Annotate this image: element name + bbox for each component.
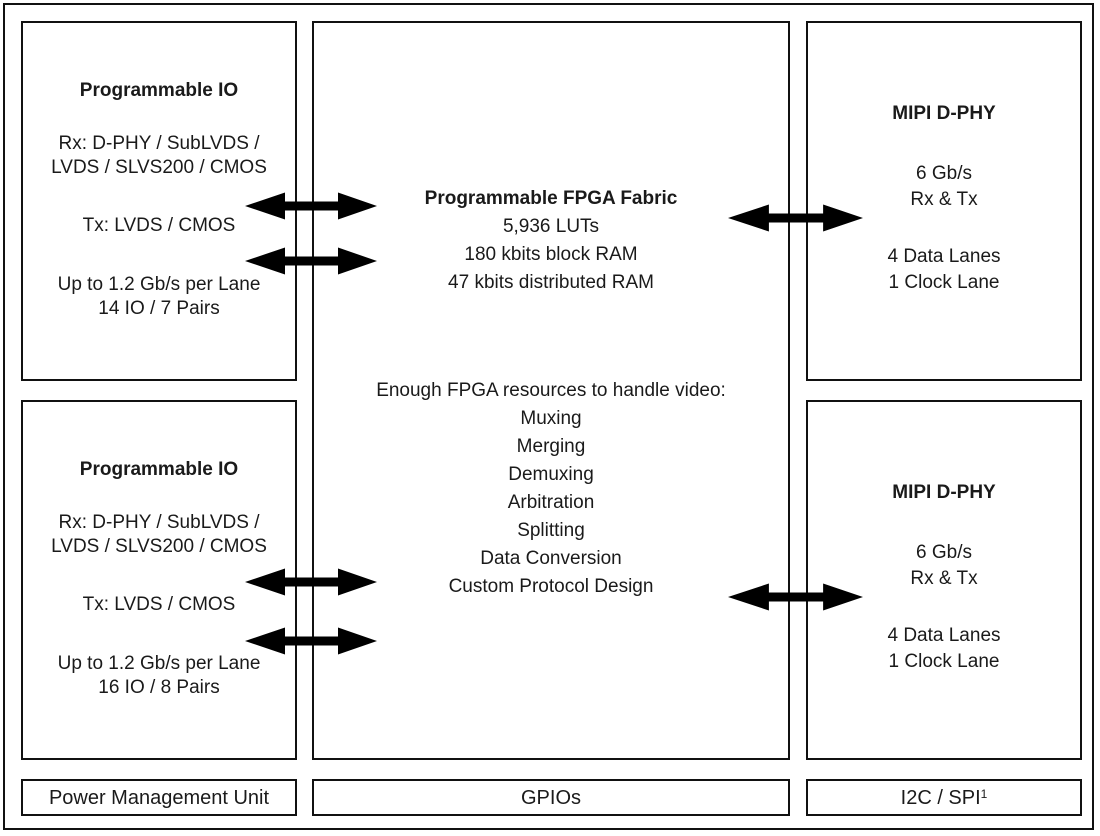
lane-rate: Up to 1.2 Gb/s per Lane (57, 653, 261, 674)
programmable-io-block-top: Programmable IO Rx: D-PHY / SubLVDS / LV… (21, 21, 297, 381)
bidirectional-arrow-left-bottom-1 (245, 568, 377, 596)
gpios-label: GPIOs (520, 786, 581, 809)
bidirectional-arrow-right-top (728, 204, 863, 232)
resource-item: Data Conversion (480, 548, 622, 569)
i2c-spi-label: I2C / SPI (900, 786, 981, 809)
data-lane-count: 4 Data Lanes (887, 246, 1001, 267)
block-title: Programmable IO (79, 80, 239, 101)
gpios-block: GPIOs (312, 779, 790, 816)
rx-capabilities-line2: LVDS / SLVS200 / CMOS (51, 157, 267, 178)
io-pair-count: 16 IO / 8 Pairs (98, 677, 220, 698)
tx-capabilities: Tx: LVDS / CMOS (82, 594, 236, 615)
power-management-unit-label: Power Management Unit (48, 786, 270, 809)
bidirectional-arrow-right-bottom (728, 583, 863, 611)
resource-item: Muxing (520, 408, 582, 429)
diagram-outer-frame (3, 3, 1094, 830)
speed-specs: 6 Gb/s Rx & Tx (808, 540, 1080, 592)
tx-capabilities: Tx: LVDS / CMOS (82, 215, 236, 236)
data-lane-count: 4 Data Lanes (887, 625, 1001, 646)
io-pair-count: 14 IO / 7 Pairs (98, 298, 220, 319)
power-management-unit-block: Power Management Unit (21, 779, 297, 816)
bidirectional-arrow-left-bottom-2 (245, 627, 377, 655)
block-title: MIPI D-PHY (892, 482, 996, 503)
mipi-dphy-block-top: MIPI D-PHY 6 Gb/s Rx & Tx 4 Data Lanes 1… (806, 21, 1082, 381)
resource-item: Merging (516, 436, 586, 457)
lut-count: 5,936 LUTs (502, 216, 600, 237)
rx-capabilities-line1: Rx: D-PHY / SubLVDS / (58, 133, 260, 154)
rx-capabilities-line1: Rx: D-PHY / SubLVDS / (58, 512, 260, 533)
rx-tx-label: Rx & Tx (910, 189, 978, 210)
lane-specs: 4 Data Lanes 1 Clock Lane (808, 244, 1080, 296)
mipi-dphy-block-bottom: MIPI D-PHY 6 Gb/s Rx & Tx 4 Data Lanes 1… (806, 400, 1082, 760)
video-resources-list: Enough FPGA resources to handle video: M… (314, 377, 788, 601)
resources-heading: Enough FPGA resources to handle video: (376, 380, 726, 401)
resource-item: Custom Protocol Design (448, 576, 654, 597)
rx-capabilities: Rx: D-PHY / SubLVDS / LVDS / SLVS200 / C… (23, 511, 295, 559)
resource-item: Arbitration (507, 492, 595, 513)
block-ram-size: 180 kbits block RAM (464, 244, 638, 265)
clock-lane-count: 1 Clock Lane (888, 651, 1000, 672)
block-title: Programmable FPGA Fabric (424, 188, 678, 209)
lane-specs: 4 Data Lanes 1 Clock Lane (808, 623, 1080, 675)
lane-specs: Up to 1.2 Gb/s per Lane 14 IO / 7 Pairs (23, 273, 295, 321)
lane-specs: Up to 1.2 Gb/s per Lane 16 IO / 8 Pairs (23, 652, 295, 700)
lane-rate: Up to 1.2 Gb/s per Lane (57, 274, 261, 295)
resource-item: Demuxing (508, 464, 594, 485)
rx-capabilities-line2: LVDS / SLVS200 / CMOS (51, 536, 267, 557)
rx-tx-label: Rx & Tx (910, 568, 978, 589)
distributed-ram-size: 47 kbits distributed RAM (448, 272, 654, 293)
resource-item: Splitting (517, 520, 585, 541)
block-title: Programmable IO (79, 459, 239, 480)
speed-specs: 6 Gb/s Rx & Tx (808, 161, 1080, 213)
bidirectional-arrow-left-top-2 (245, 247, 377, 275)
bidirectional-arrow-left-top-1 (245, 192, 377, 220)
fpga-fabric-block: Programmable FPGA Fabric 5,936 LUTs 180 … (312, 21, 790, 760)
clock-lane-count: 1 Clock Lane (888, 272, 1000, 293)
rx-capabilities: Rx: D-PHY / SubLVDS / LVDS / SLVS200 / C… (23, 132, 295, 180)
block-title: MIPI D-PHY (892, 103, 996, 124)
data-rate: 6 Gb/s (916, 163, 972, 184)
data-rate: 6 Gb/s (916, 542, 972, 563)
